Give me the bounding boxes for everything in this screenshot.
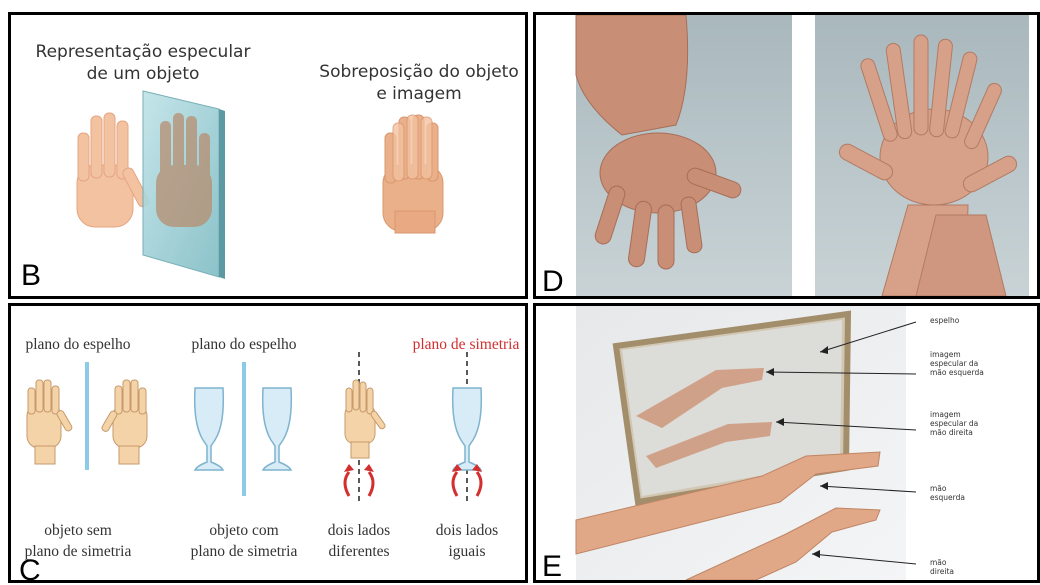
glass-left bbox=[195, 388, 224, 470]
label-left-reflection: imagem especular da mão esquerda bbox=[930, 350, 984, 377]
panel-letter-d: D bbox=[542, 267, 564, 297]
hand-object bbox=[77, 113, 151, 227]
rotation-arrows bbox=[345, 472, 481, 496]
panel-e-photo bbox=[536, 306, 1037, 580]
panel-b-illustration bbox=[11, 15, 525, 296]
glass-right bbox=[263, 388, 292, 470]
glass-symmetric bbox=[453, 388, 482, 470]
hand-asymmetric bbox=[345, 380, 386, 458]
label-mirror: espelho bbox=[930, 316, 959, 325]
hand-right bbox=[101, 380, 147, 464]
panel-letter-e: E bbox=[542, 552, 562, 582]
caption-equal-sides: dois lados iguais bbox=[421, 520, 513, 562]
panel-d-photos bbox=[536, 15, 1037, 296]
panel-c: plano do espelho plano do espelho plano … bbox=[8, 303, 528, 583]
panel-d: D bbox=[533, 12, 1040, 299]
hand-overlap bbox=[383, 115, 443, 233]
panel-b: Representação especular de um objeto Sob… bbox=[8, 12, 528, 299]
caption-different-sides: dois lados diferentes bbox=[313, 520, 405, 562]
panel-letter-b: B bbox=[21, 261, 41, 291]
panel-letter-c: C bbox=[19, 556, 41, 583]
label-right-reflection: imagem especular da mão direita bbox=[930, 410, 978, 437]
hand-left bbox=[27, 380, 73, 464]
caption-with-symmetry: objeto com plano de simetria bbox=[177, 520, 311, 562]
label-right-hand: mão direita bbox=[930, 558, 954, 576]
panel-e: espelho imagem especular da mão esquerda… bbox=[533, 303, 1040, 583]
label-left-hand: mão esquerda bbox=[930, 484, 965, 502]
